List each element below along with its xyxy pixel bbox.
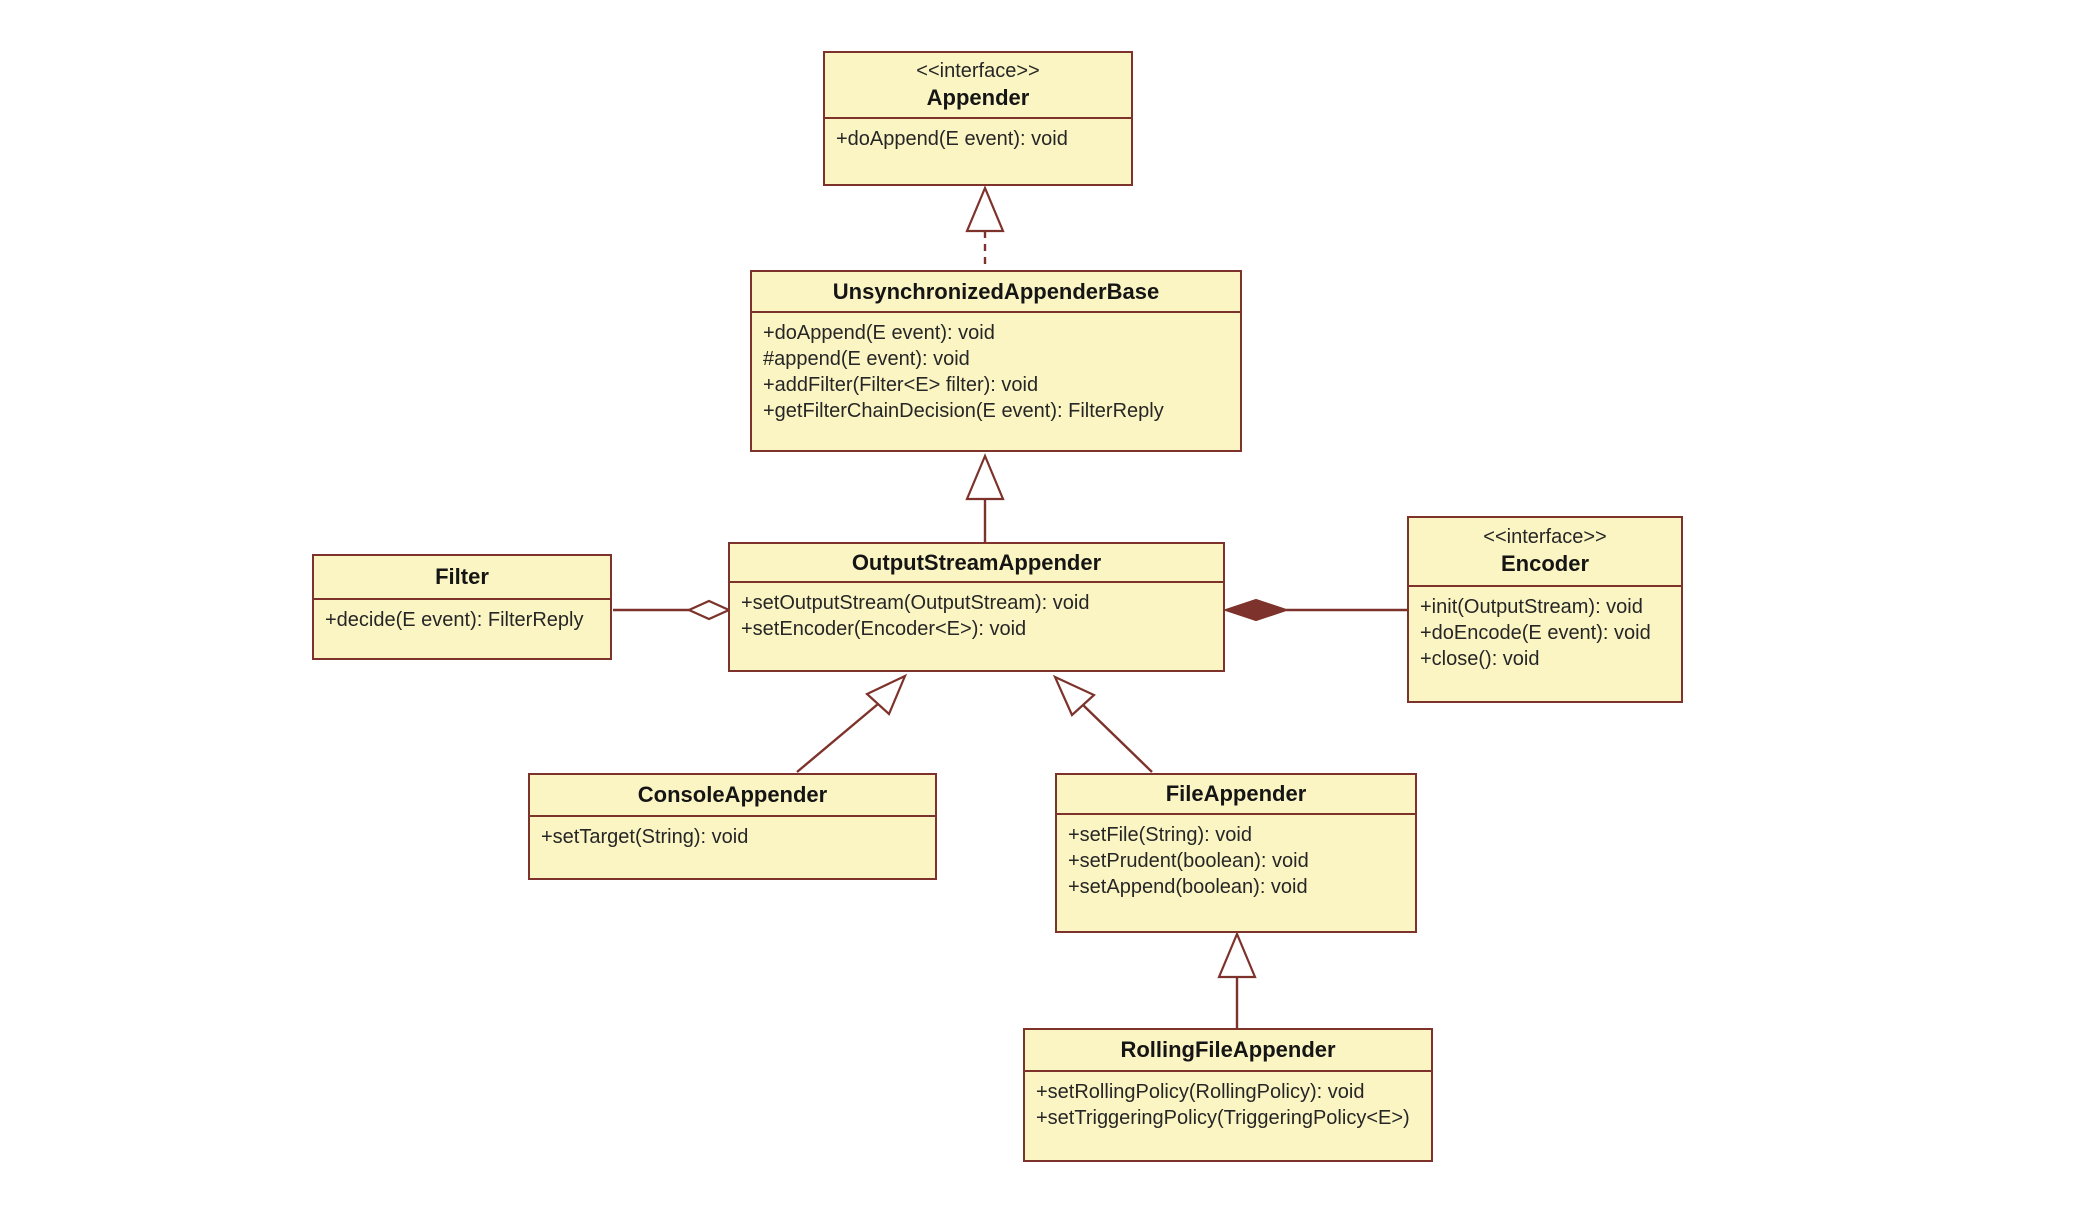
class-title-compartment: ConsoleAppender [530,775,935,817]
composition-outputstreamappender-encoder [1222,598,1408,622]
class-title-compartment: OutputStreamAppender [730,544,1223,583]
class-name: Appender [926,84,1030,110]
class-title-compartment: Filter [314,556,610,600]
method-label: +setPrudent(boolean): void [1068,850,1309,872]
methods-compartment: +doAppend(E event): void #append(E event… [752,313,1240,424]
hollow-triangle-arrowhead [965,453,1005,501]
realization-unsynchronizedappenderbase-appender [965,185,1005,271]
method-label: +setRollingPolicy(RollingPolicy): void [1036,1081,1365,1103]
class-box-unsynchronizedappenderbase[interactable]: UnsynchronizedAppenderBase +doAppend(E e… [750,270,1242,452]
class-title-compartment: <<interface>> Encoder [1409,518,1681,587]
method-label: +setFile(String): void [1068,824,1252,846]
methods-compartment: +decide(E event): FilterReply [314,600,610,633]
class-box-appender[interactable]: <<interface>> Appender +doAppend(E event… [823,51,1133,186]
class-box-rollingfileappender[interactable]: RollingFileAppender +setRollingPolicy(Ro… [1023,1028,1433,1162]
method-label: +setTarget(String): void [541,826,749,848]
hollow-triangle-arrowhead [1052,674,1096,717]
class-name: ConsoleAppender [637,782,828,808]
class-title-compartment: <<interface>> Appender [825,53,1131,119]
methods-compartment: +setTarget(String): void [530,817,935,850]
method-label: +init(OutputStream): void [1420,596,1643,618]
method-label: +setEncoder(Encoder<E>): void [741,618,1027,640]
generalization-consoleappender-outputstreamappender [796,673,908,773]
method-label: +setAppend(boolean): void [1068,876,1308,898]
methods-compartment: +init(OutputStream): void +doEncode(E ev… [1409,587,1681,672]
class-title-compartment: FileAppender [1057,775,1415,815]
class-box-fileappender[interactable]: FileAppender +setFile(String): void +set… [1055,773,1417,933]
stereotype-label: <<interface>> [916,59,1040,82]
class-name: Encoder [1500,551,1590,577]
methods-compartment: +setFile(String): void +setPrudent(boole… [1057,815,1415,900]
method-label: +setTriggeringPolicy(TriggeringPolicy<E>… [1036,1107,1410,1129]
class-box-outputstreamappender[interactable]: OutputStreamAppender +setOutputStream(Ou… [728,542,1225,672]
method-label: +close(): void [1420,648,1540,670]
stereotype-label: <<interface>> [1483,526,1607,549]
method-label: +doAppend(E event): void [763,322,995,344]
class-box-filter[interactable]: Filter +decide(E event): FilterReply [312,554,612,660]
generalization-fileappender-outputstreamappender [1052,674,1153,773]
method-label: +setOutputStream(OutputStream): void [741,592,1090,614]
generalization-rollingfileappender-fileappender [1217,931,1257,1029]
aggregation-outputstreamappender-filter [613,599,732,621]
class-box-encoder[interactable]: <<interface>> Encoder +init(OutputStream… [1407,516,1683,703]
method-label: +doEncode(E event): void [1420,622,1651,644]
class-name: Filter [435,564,489,590]
methods-compartment: +setOutputStream(OutputStream): void +se… [730,583,1223,642]
class-name: RollingFileAppender [1120,1037,1336,1063]
hollow-triangle-arrowhead [1217,931,1257,979]
hollow-triangle-arrowhead [965,185,1005,233]
methods-compartment: +setRollingPolicy(RollingPolicy): void +… [1025,1072,1431,1131]
method-label: +getFilterChainDecision(E event): Filter… [763,400,1164,422]
method-label: #append(E event): void [763,348,970,370]
method-label: +doAppend(E event): void [836,128,1068,150]
generalization-outputstreamappender-unsynchronizedappenderbase [965,453,1005,543]
hollow-triangle-arrowhead [865,673,908,716]
hollow-diamond [686,599,732,621]
class-name: UnsynchronizedAppenderBase [832,278,1160,304]
class-box-consoleappender[interactable]: ConsoleAppender +setTarget(String): void [528,773,937,880]
method-label: +addFilter(Filter<E> filter): void [763,374,1039,396]
filled-diamond [1222,598,1290,622]
class-name: FileAppender [1165,781,1307,807]
class-title-compartment: RollingFileAppender [1025,1030,1431,1072]
method-label: +decide(E event): FilterReply [325,609,584,631]
methods-compartment: +doAppend(E event): void [825,119,1131,152]
class-name: OutputStreamAppender [851,549,1102,575]
class-title-compartment: UnsynchronizedAppenderBase [752,272,1240,313]
